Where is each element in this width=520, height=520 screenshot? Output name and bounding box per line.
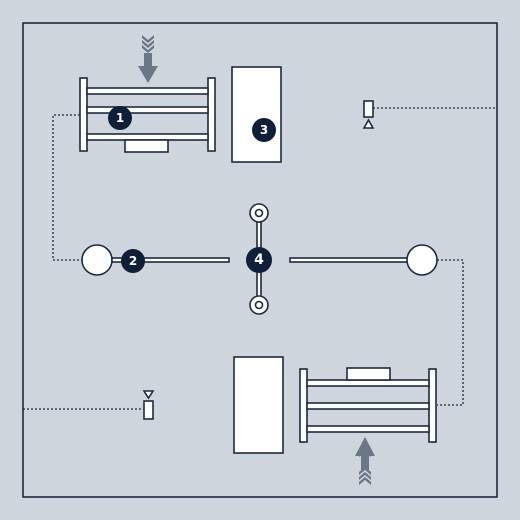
- valve-triangle-icon: [362, 118, 375, 129]
- marker-3-label: 3: [260, 123, 268, 137]
- top-knob-inner: [254, 208, 264, 218]
- middle-rail: [86, 106, 209, 114]
- bottom-knob: [249, 295, 269, 315]
- left-circle: [81, 244, 113, 276]
- valve-body: [363, 100, 374, 118]
- top-rail: [86, 87, 209, 95]
- left-end-plate: [79, 77, 88, 152]
- top-input-arrow-icon: [138, 35, 158, 83]
- right-circle: [406, 244, 438, 276]
- left-end-plate: [299, 368, 308, 443]
- top-right-valve: [362, 100, 497, 129]
- outer-frame: [22, 22, 498, 498]
- right-end-plate: [207, 77, 216, 152]
- right-dotted-link: [437, 259, 464, 406]
- marker-4-circle: [246, 247, 272, 273]
- valve-triangle-icon: [142, 390, 155, 400]
- right-end-plate: [428, 368, 437, 443]
- marker-2: 2: [121, 249, 145, 273]
- marker-2-label: 2: [129, 254, 137, 268]
- tray: [124, 139, 169, 153]
- valve-body: [143, 400, 154, 420]
- bottom-left-box: [233, 356, 284, 454]
- marker-1-label: 1: [116, 111, 124, 125]
- bottom-right-unit: [299, 367, 437, 485]
- left-dotted-link: [52, 114, 82, 261]
- left-arm: [111, 257, 230, 263]
- middle-rail: [306, 402, 430, 410]
- top-left-unit: [79, 35, 216, 153]
- marker-1: 1: [108, 106, 132, 130]
- right-arm: [289, 257, 409, 263]
- marker-4-label: 4: [254, 252, 264, 268]
- bottom-knob-inner: [254, 300, 264, 310]
- marker-4: 4: [246, 247, 272, 273]
- tray: [346, 367, 391, 381]
- bottom-left-valve: [23, 390, 155, 420]
- top-rail: [306, 379, 430, 387]
- bottom-rail: [306, 425, 430, 433]
- top-knob: [249, 203, 269, 223]
- center-assembly: [81, 203, 438, 315]
- marker-2-circle: [121, 249, 145, 273]
- marker-3: 3: [252, 118, 276, 142]
- marker-1-circle: [108, 106, 132, 130]
- box-3: [231, 66, 282, 163]
- bottom-input-arrow-icon: [355, 437, 375, 485]
- bottom-rail: [86, 133, 209, 141]
- marker-3-circle: [252, 118, 276, 142]
